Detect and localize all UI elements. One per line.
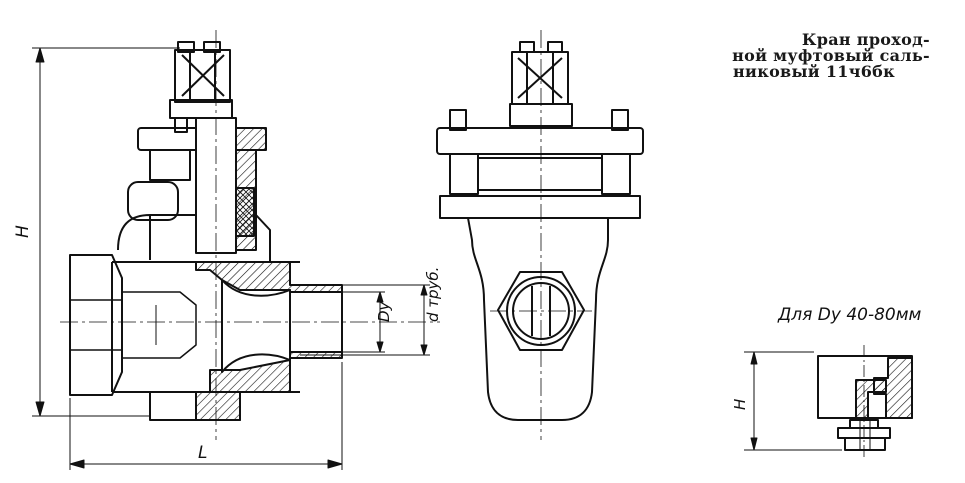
height-label: H bbox=[13, 225, 33, 238]
left-hex-end bbox=[69, 254, 123, 396]
diameter-dimensions bbox=[300, 284, 430, 356]
title-line-3: никовый 11ч6бк bbox=[733, 62, 895, 81]
height-dimension bbox=[32, 47, 180, 417]
front-hex bbox=[497, 271, 585, 351]
front-body bbox=[467, 217, 609, 421]
front-view bbox=[436, 30, 644, 440]
variant-height-label: H bbox=[731, 399, 749, 410]
length-label: L bbox=[198, 443, 207, 463]
variant-detail bbox=[744, 345, 913, 460]
length-dimension bbox=[69, 362, 343, 470]
stem-square-top bbox=[169, 41, 233, 119]
title-line-2: ной муфтовый саль- bbox=[732, 46, 930, 65]
nominal-diameter-label: Dy bbox=[375, 300, 393, 322]
title-block: Кран проход- ной муфтовый саль- никовый … bbox=[668, 32, 930, 80]
pipe-diameter-label: d труб. bbox=[424, 267, 442, 322]
side-section-view bbox=[32, 30, 440, 470]
title-line-1: Кран проход- bbox=[801, 30, 930, 49]
variant-caption: Для Dy 40-80мм bbox=[777, 305, 922, 325]
